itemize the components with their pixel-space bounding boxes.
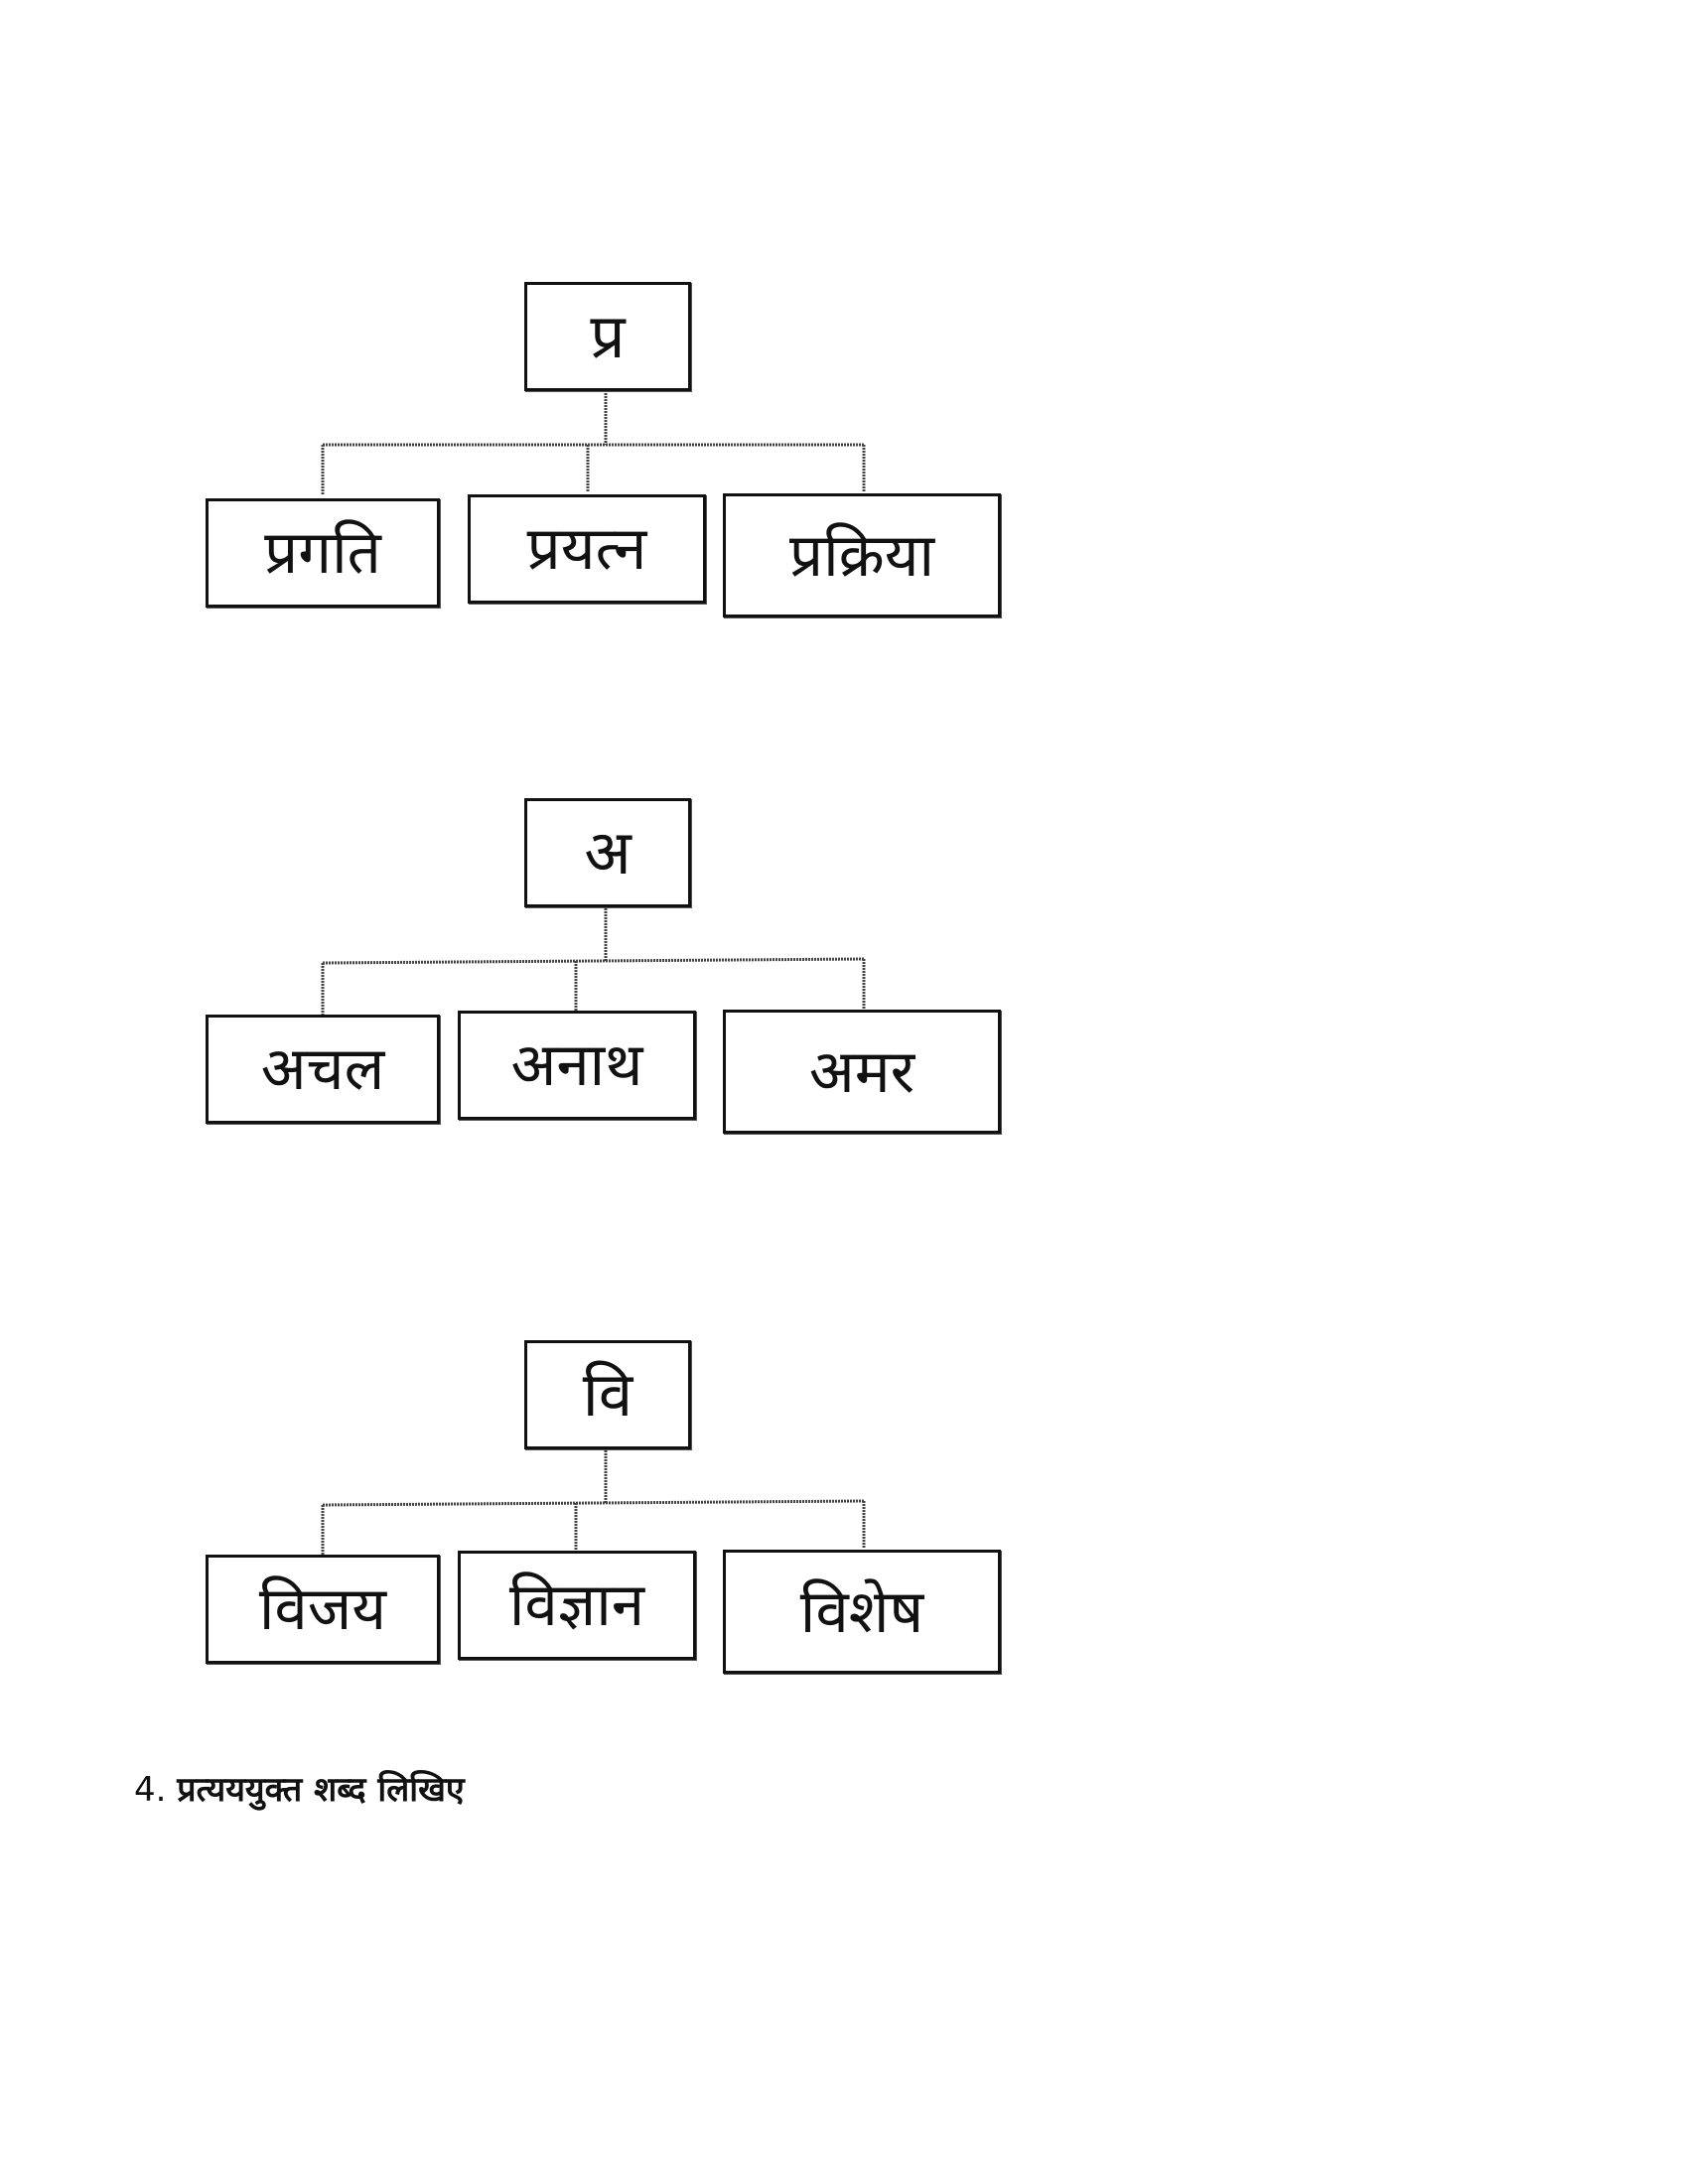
root-label: अ xyxy=(584,816,632,888)
child-box: विजय xyxy=(206,1555,440,1664)
child-label: विशेष xyxy=(799,1576,924,1647)
root-box: प्र xyxy=(524,282,691,391)
child-label: प्रगति xyxy=(264,518,381,588)
prefix-diagram-2: अ अचल अनाथ अमर xyxy=(0,794,1688,1191)
root-box: वि xyxy=(524,1340,691,1449)
child-label: अचल xyxy=(260,1034,385,1104)
child-box: विज्ञान xyxy=(458,1551,696,1660)
child-label: प्रक्रिया xyxy=(788,520,935,591)
child-box: प्रगति xyxy=(206,498,440,608)
child-box: अचल xyxy=(206,1015,440,1124)
child-box: अनाथ xyxy=(458,1011,696,1120)
connector-lines-1 xyxy=(321,387,866,494)
child-label: विजय xyxy=(258,1574,387,1644)
root-label: वि xyxy=(582,1358,633,1431)
connector-lines-3 xyxy=(321,1447,866,1555)
question-number: 4. xyxy=(134,1770,167,1810)
root-box: अ xyxy=(524,798,691,907)
question-line: 4. प्रत्यययुक्त शब्द लिखिए xyxy=(134,1765,465,1811)
child-label: विज्ञान xyxy=(508,1570,645,1640)
child-box: विशेष xyxy=(723,1550,1001,1674)
connector-lines-2 xyxy=(321,905,866,1015)
child-label: अनाथ xyxy=(510,1030,643,1100)
child-box: प्रक्रिया xyxy=(723,493,1001,617)
prefix-diagram-3: वि विजय विज्ञान विशेष xyxy=(0,1336,1688,1733)
child-label: अमर xyxy=(808,1036,915,1107)
child-box: अमर xyxy=(723,1010,1001,1134)
child-box: प्रयत्न xyxy=(468,494,706,604)
prefix-diagram-1: प्र प्रगति प्रयत्न प्रक्रिया xyxy=(0,278,1688,675)
child-label: प्रयत्न xyxy=(526,514,647,584)
question-text: प्रत्यययुक्त शब्द लिखिए xyxy=(177,1770,465,1810)
root-label: प्र xyxy=(590,300,626,372)
